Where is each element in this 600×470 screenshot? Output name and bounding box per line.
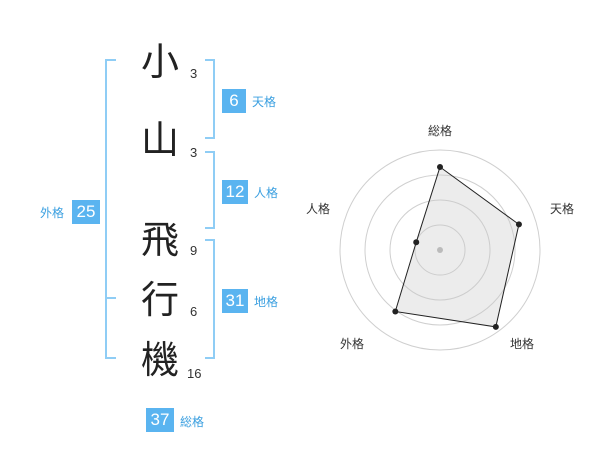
jinkaku-badge: 12 [222,180,248,204]
chikaku-bracket [205,239,215,359]
radar-point [392,308,399,315]
stroke-count-4: 6 [190,304,198,319]
stroke-count-2: 3 [190,145,198,160]
soukaku-badge: 37 [146,408,174,432]
radar-point [492,323,499,330]
tenkaku-label: 天格 [252,95,277,109]
stroke-count-1: 3 [190,66,198,81]
jinkaku-bracket [205,151,215,229]
name-char-3: 飛 [140,218,179,262]
name-char-1: 小 [140,40,179,84]
name-char-2: 山 [140,118,179,162]
radar-axis-label-soukaku: 総格 [428,124,453,138]
name-char-5: 機 [140,338,179,382]
gaikaku-bracket [105,59,116,359]
tenkaku-badge: 6 [222,89,246,113]
radar-point [515,221,522,228]
radar-ring [339,149,541,351]
tenkaku-bracket [205,59,215,139]
radar-axis-label-chikaku: 地格 [510,337,535,351]
radar-axis-label-jinkaku: 人格 [306,202,331,216]
radar-point [437,164,443,170]
gaikaku-badge: 25 [72,200,100,224]
radar-ring [389,199,491,301]
jinkaku-label: 人格 [254,186,279,200]
radar-ring [364,174,516,326]
gaikaku-label: 外格 [40,206,65,220]
radar-center-dot [437,247,443,253]
soukaku-label: 総格 [180,415,205,429]
chikaku-badge: 31 [222,289,248,313]
radar-axis-label-gaikaku: 外格 [340,337,365,351]
stroke-count-3: 9 [190,243,198,258]
chikaku-label: 地格 [254,295,279,309]
radar-polygon [394,166,520,328]
radar-point [413,239,420,246]
radar-ring [414,224,466,276]
name-char-4: 行 [140,278,179,322]
stroke-count-5: 16 [187,366,202,381]
radar-axis-label-tenkaku: 天格 [550,202,575,216]
